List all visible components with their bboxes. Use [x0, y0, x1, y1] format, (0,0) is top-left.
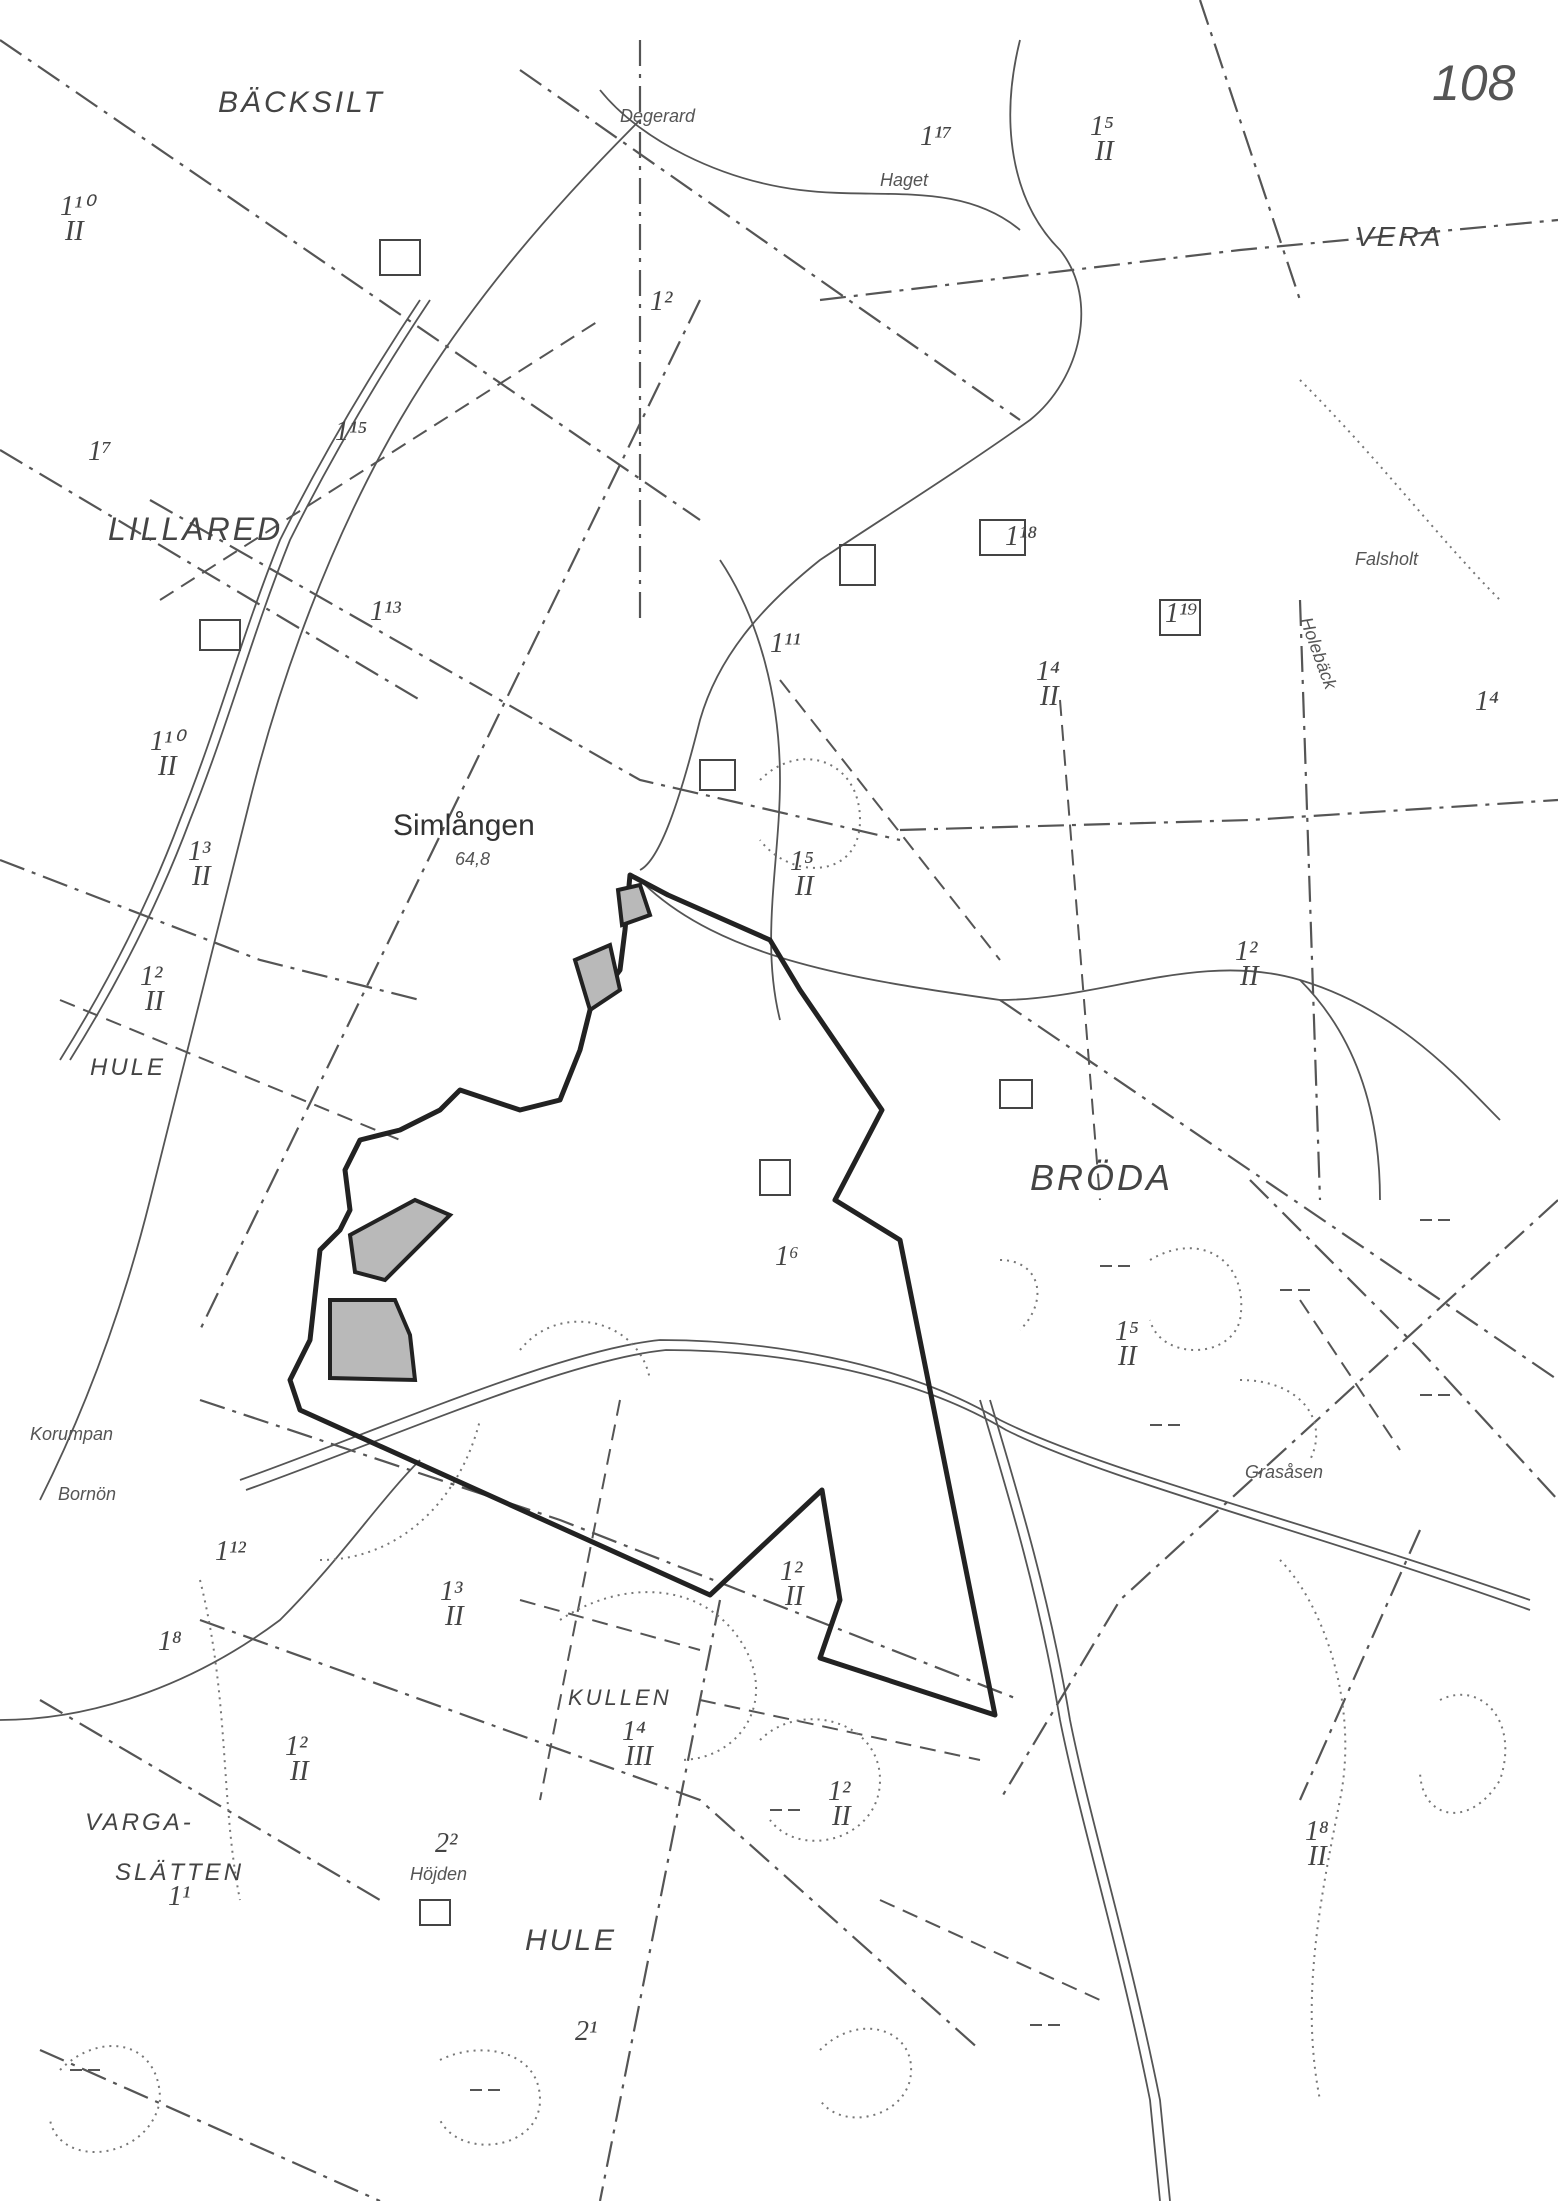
- page-number: 108: [1432, 55, 1516, 111]
- parcel-label: 1²: [140, 961, 163, 992]
- roads: [0, 89, 1531, 2201]
- parcel-label: 1¹⁹: [1165, 598, 1197, 629]
- place-vera: VERA: [1355, 221, 1443, 252]
- parcel-label: 1⁴: [1475, 686, 1499, 717]
- parcel-label: 1²: [1235, 936, 1258, 967]
- parcel-label: 1¹⁸: [1005, 521, 1037, 552]
- shaded-plot-b: [328, 1298, 418, 1383]
- parcel-label: 1⁸: [1305, 1816, 1329, 1847]
- parcel-class: II: [1039, 681, 1060, 712]
- parcel-label: 1⁸: [158, 1626, 182, 1657]
- parcel-class: II: [191, 861, 212, 892]
- parcel-class: II: [784, 1581, 805, 1612]
- parcel-label: 1³: [440, 1576, 463, 1607]
- parcel-label: 1¹¹: [770, 628, 801, 659]
- parcel-label: 1¹: [168, 1881, 190, 1912]
- lake-shoreline-east: [639, 39, 1083, 871]
- place-hule-south: HULE: [525, 1924, 617, 1957]
- label-haget: Haget: [880, 170, 929, 190]
- parcel-label: 1⁵: [1090, 111, 1114, 142]
- label-hojden: Höjden: [410, 1864, 467, 1884]
- lake-shoreline-west: [39, 119, 641, 1501]
- parcel-label: 1¹²: [215, 1536, 246, 1567]
- property-boundary-main: [287, 872, 998, 1718]
- label-falsholt: Falsholt: [1355, 549, 1419, 569]
- parcel-label: 1²: [650, 286, 673, 317]
- place-slatten: SLÄTTEN: [115, 1859, 244, 1886]
- marsh-symbols: [70, 1219, 1450, 2091]
- shaded-plot-c: [572, 942, 623, 1014]
- parcel-class: II: [1307, 1841, 1328, 1872]
- parcel-label: 1⁴: [1036, 656, 1060, 687]
- parcel-label: 1²: [780, 1556, 803, 1587]
- parcel-label: 1⁶: [775, 1241, 799, 1272]
- place-lillared: LILLARED: [108, 511, 283, 547]
- label-grasasen: Grasåsen: [1245, 1462, 1323, 1482]
- parcel-labels: 1¹⁰ II 1⁵ II 1⁷ 1⁴ II 1⁴ 1¹⁰ II 1³ II 1²…: [60, 111, 1499, 2047]
- parcel-label: 1¹⁰: [150, 726, 187, 757]
- parcel-label: 2¹: [575, 2016, 597, 2047]
- parcel-class: II: [64, 216, 85, 247]
- parcel-class: II: [144, 986, 165, 1017]
- parcel-label: 1²: [285, 1731, 308, 1762]
- parcel-label: 1²: [828, 1776, 851, 1807]
- parcel-label: 1¹³: [370, 596, 401, 627]
- small-buildings: [199, 239, 1201, 1926]
- property-boundaries: [59, 319, 1401, 2001]
- parcel-label: 1³: [188, 836, 211, 867]
- parcel-class: II: [289, 1756, 310, 1787]
- parcel-label: 1⁴: [622, 1716, 646, 1747]
- parcel-class: II: [444, 1601, 465, 1632]
- parcel-class: II: [794, 871, 815, 902]
- shaded-plot-a: [347, 1197, 454, 1283]
- parcel-label: 1¹⁷: [920, 121, 952, 152]
- parcel-label: 2²: [435, 1828, 458, 1859]
- place-varga: VARGA-: [85, 1809, 194, 1836]
- label-korumpan: Korumpan: [30, 1424, 113, 1444]
- label-bornon: Bornön: [58, 1484, 116, 1504]
- shaded-plot-d: [615, 882, 653, 928]
- parcel-class: II: [1094, 136, 1115, 167]
- lake-elevation: 64,8: [455, 849, 490, 869]
- dotted-paths: [49, 379, 1507, 2153]
- parcel-class: II: [831, 1801, 852, 1832]
- place-kullen: KULLEN: [568, 1685, 672, 1710]
- place-hule-west: HULE: [90, 1054, 166, 1081]
- label-degerard: Degerard: [620, 106, 696, 126]
- lake-name: Simlången: [393, 809, 535, 842]
- parcel-label: 1⁵: [790, 846, 814, 877]
- parcel-label: 1⁵: [1115, 1316, 1139, 1347]
- place-broda: BRÖDA: [1030, 1157, 1173, 1198]
- parcel-class: II: [1239, 961, 1260, 992]
- parcel-class: II: [1117, 1341, 1138, 1372]
- parcel-label: 1⁷: [88, 436, 112, 467]
- parcel-class: III: [624, 1741, 655, 1772]
- parcel-label: 1¹⁰: [60, 191, 97, 222]
- place-backsilt: BÄCKSILT: [218, 86, 385, 119]
- parcel-label: 1¹⁵: [335, 416, 367, 447]
- parcel-class: II: [157, 751, 178, 782]
